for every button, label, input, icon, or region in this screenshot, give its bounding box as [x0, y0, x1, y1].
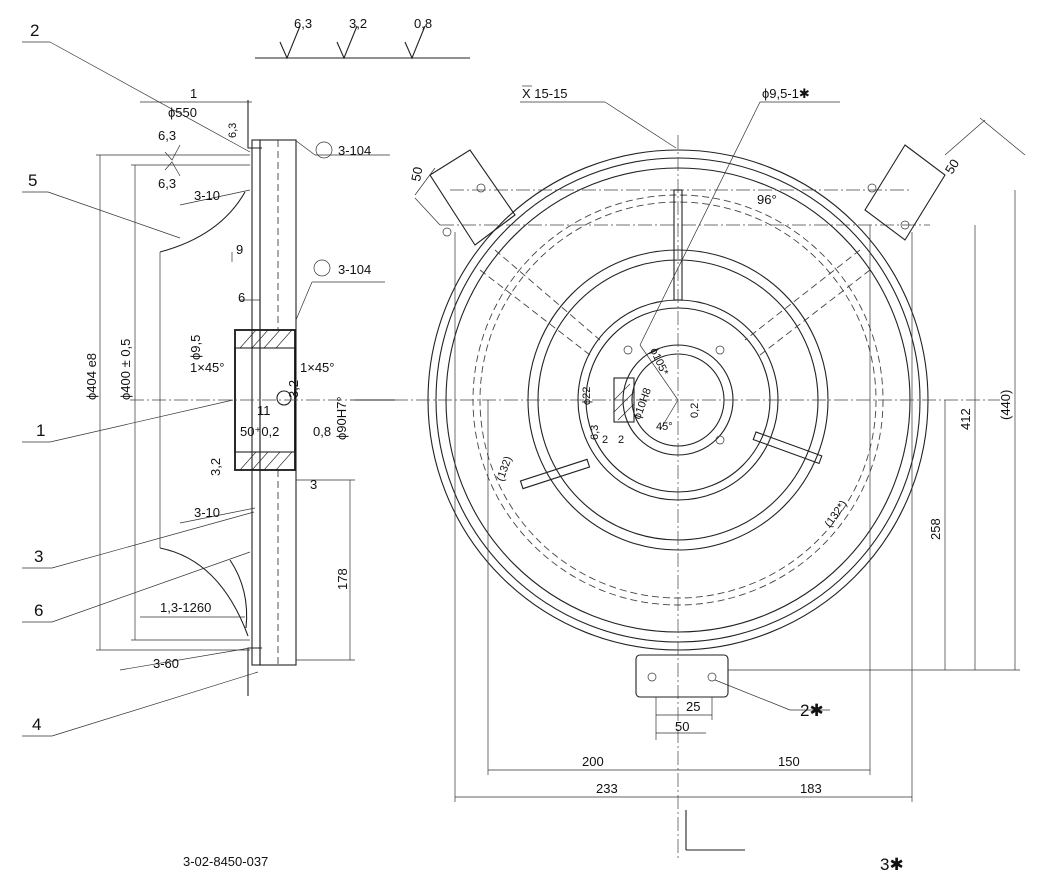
rough-63-b: 6,3 [158, 176, 176, 191]
roughness-label-1: 6,3 [294, 16, 312, 31]
dim-phi90: ϕ90H7° [334, 396, 349, 440]
callout-1: 1 [36, 421, 45, 440]
roughness-label-3: 0,8 [414, 16, 432, 31]
dim-1: 1 [190, 86, 197, 101]
callout-6: 6 [34, 601, 43, 620]
lug-right [864, 144, 946, 241]
dim-phi9-5: ϕ9,5 [188, 335, 203, 360]
dim-233: 233 [596, 781, 618, 796]
dim-2b: 2 [618, 434, 624, 446]
hub-hatching-bottom [239, 451, 293, 471]
dim-132-right: (132*) [823, 498, 850, 529]
section-view: 1 ϕ550 6,3 6,3 6,3 3-104 3-10 9 6 3-104 … [84, 86, 395, 696]
rough-3-2-b: 3,2 [208, 458, 223, 476]
callout-4: 4 [32, 715, 41, 734]
angle-45: 45° [656, 421, 673, 433]
dim-412: 412 [958, 408, 973, 430]
dim-50-right: 50 [942, 156, 962, 176]
mark-3: 3✱ [880, 855, 904, 874]
dim-phi22: ϕ22 [581, 387, 593, 405]
weld-3-104-a: 3-104 [338, 143, 371, 158]
rough-0-8: 0,8 [313, 424, 331, 439]
dim-0-2: 0,2 [689, 403, 701, 418]
roughness-symbols: 6,3 3,2 0,8 [255, 16, 470, 60]
part-callouts: 2 5 1 3 6 4 [22, 21, 259, 737]
dim-11: 11 [257, 403, 271, 418]
dim-9: 9 [236, 242, 243, 257]
dim-6: 6 [238, 290, 245, 305]
callout-2: 2 [30, 21, 39, 40]
dim-phi550: ϕ550 [168, 105, 197, 120]
dim-50: 50⁺0,2 [240, 424, 279, 439]
dim-25: 25 [686, 699, 700, 714]
dim-2a: 2 [602, 434, 608, 446]
boss-hatching [613, 383, 635, 421]
callout-3: 3 [34, 547, 43, 566]
lug-left [429, 149, 516, 246]
lug-bottom [635, 654, 729, 698]
dim-phi105: ϕ105* [647, 346, 670, 378]
hole-label: ϕ9,5-1✱ [762, 86, 810, 101]
weld-3-104-b: 3-104 [338, 262, 371, 277]
angle-96: 96° [757, 192, 777, 207]
dim-178: 178 [335, 568, 350, 590]
weld-3-10-a: 3-10 [194, 188, 220, 203]
dim-183: 183 [800, 781, 822, 796]
drawing-number: 3-02-8450-037 [183, 854, 268, 869]
weld-3-10-b: 3-10 [194, 505, 220, 520]
front-view: X 15-15 ϕ9,5-1✱ 50 50 96° ϕ22 6,3 ϕ105* … [350, 85, 1026, 874]
dim-6-3: 6,3 [589, 425, 601, 440]
weld-1-3-1260: 1,3-1260 [160, 600, 211, 615]
dim-phi404: ϕ404 e8 [84, 353, 99, 400]
rough-3-2-a: 3,2 [286, 380, 301, 398]
rough-63-top: 6,3 [227, 123, 239, 138]
dim-258: 258 [928, 518, 943, 540]
chamfer-left: 1×45° [190, 360, 224, 375]
dim-440: (440) [998, 390, 1013, 420]
dim-phi10: ϕ10H8 [632, 386, 654, 421]
dim-132-left: (132) [495, 455, 515, 483]
chamfer-right: 1×45° [300, 360, 334, 375]
dim-3: 3 [310, 477, 317, 492]
dim-200: 200 [582, 754, 604, 769]
roughness-label-2: 3,2 [349, 16, 367, 31]
view-label: X 15-15 [522, 86, 568, 101]
weld-3-60: 3-60 [153, 656, 179, 671]
dim-50-left: 50 [408, 166, 425, 183]
callout-5: 5 [28, 171, 37, 190]
dim-phi400: ϕ400 ± 0,5 [118, 339, 133, 400]
dim-50-bottom: 50 [675, 719, 689, 734]
rough-63-a: 6,3 [158, 128, 176, 143]
mark-2: 2✱ [800, 701, 824, 720]
dim-150: 150 [778, 754, 800, 769]
hub-hatching-top [239, 329, 293, 349]
